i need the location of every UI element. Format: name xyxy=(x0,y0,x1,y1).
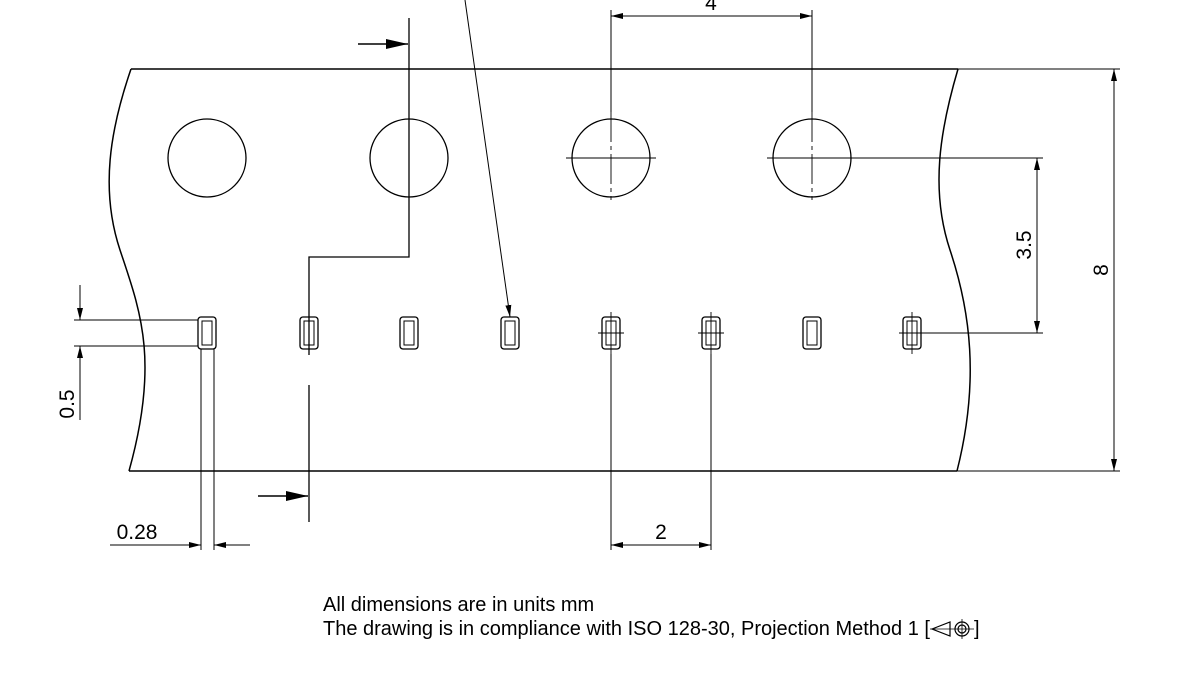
compliance-close: ] xyxy=(973,618,980,640)
dimension-label: 8 xyxy=(1090,264,1113,276)
pocket xyxy=(802,316,822,350)
dimension-label: 4 xyxy=(705,0,717,15)
section-cut-line xyxy=(258,18,410,522)
pocket xyxy=(197,316,217,350)
leader-line xyxy=(464,0,512,318)
compliance-note: The drawing is in compliance with ISO 12… xyxy=(323,617,980,641)
tape-outline xyxy=(108,68,971,472)
drawing-notes: All dimensions are in units mm The drawi… xyxy=(323,593,980,641)
dimension-label: 3.5 xyxy=(1013,230,1036,259)
sprocket-holes xyxy=(167,118,852,198)
dimension-pocket-height: 0.5 xyxy=(56,285,198,420)
dimension-pocket-width: 0.28 xyxy=(110,349,250,550)
first-angle-projection-icon xyxy=(929,619,974,639)
center-marks xyxy=(566,112,853,200)
units-note: All dimensions are in units mm xyxy=(323,594,595,616)
pocket xyxy=(399,316,419,350)
component-pockets xyxy=(197,312,925,354)
dimension-label: 0.28 xyxy=(117,521,158,544)
dimension-label: 0.5 xyxy=(56,389,79,418)
dimension-tape-width: 8 xyxy=(957,68,1120,472)
pocket xyxy=(500,316,520,350)
dimension-label: 2 xyxy=(655,521,667,544)
dimension-component-pitch: 2 xyxy=(610,354,712,550)
dimension-hole-offset: 3.5 xyxy=(853,157,1043,334)
dimension-sprocket-pitch: 4 xyxy=(610,0,813,112)
compliance-text: The drawing is in compliance with ISO 12… xyxy=(323,618,930,640)
sprocket-hole xyxy=(167,118,247,198)
